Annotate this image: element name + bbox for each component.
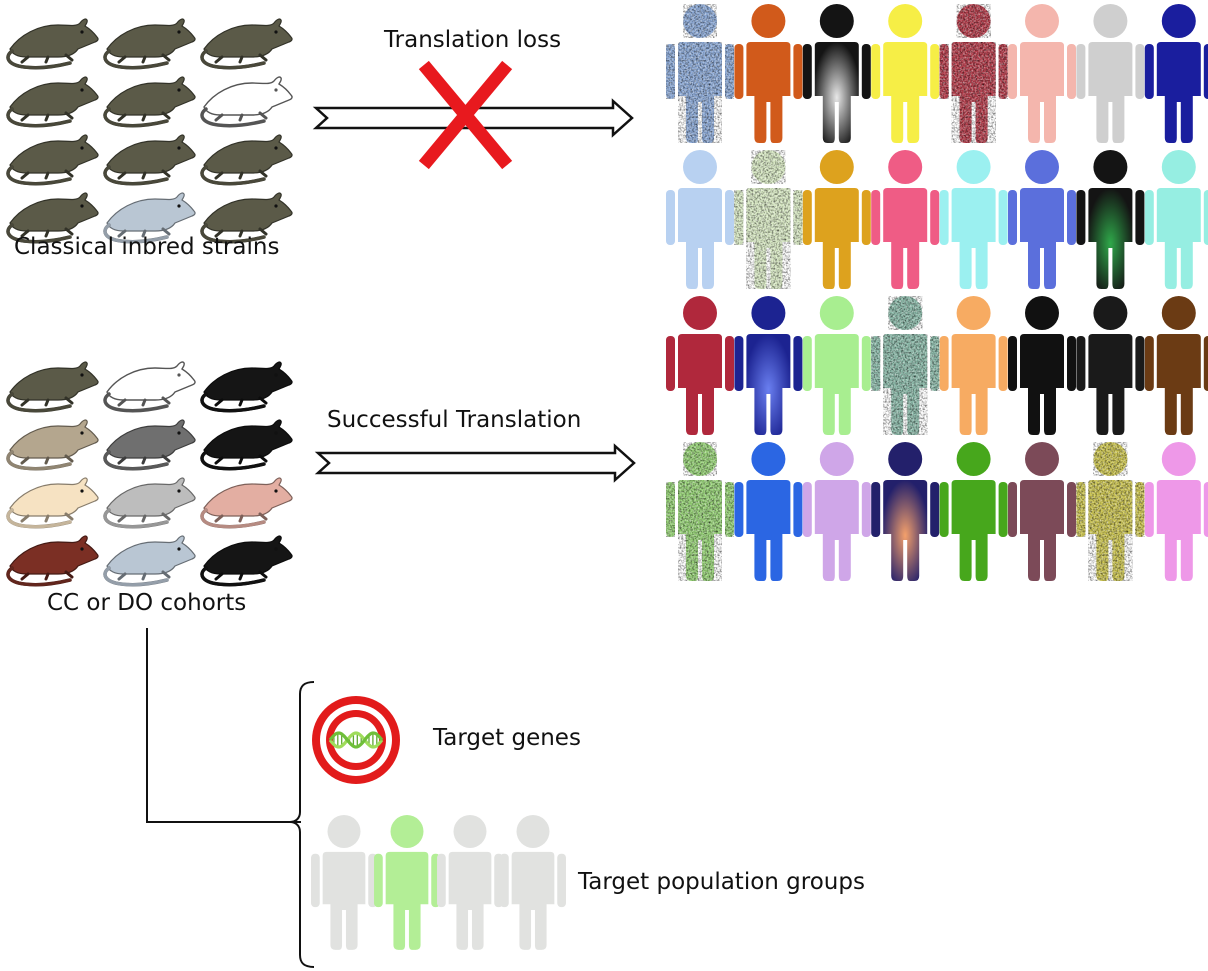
person-icon	[1008, 150, 1076, 289]
classical-mouse-icon	[200, 75, 294, 128]
cohort-mouse-icon	[200, 360, 294, 413]
person-icon	[666, 296, 734, 435]
human-population-grid	[666, 4, 1208, 581]
person-icon	[1076, 442, 1145, 581]
person-icon	[871, 296, 940, 435]
translation-loss-cross-icon	[418, 60, 513, 170]
person-icon	[1076, 296, 1145, 435]
person-icon	[939, 150, 1008, 289]
person-icon	[1076, 4, 1145, 143]
person-icon	[939, 442, 1008, 581]
cohort-mouse-icon	[200, 418, 294, 471]
cohort-mouse-icon	[103, 534, 197, 587]
person-icon	[871, 4, 940, 143]
person-icon	[734, 4, 803, 143]
cohort-mouse-icon	[200, 534, 294, 587]
person-icon	[802, 4, 871, 143]
person-icon	[734, 150, 803, 289]
cohort-mouse-icon	[103, 476, 197, 529]
target-person-icon	[437, 815, 503, 950]
target-person-icon	[500, 815, 566, 950]
person-icon	[871, 442, 940, 581]
cc-do-cohort-mice	[6, 360, 294, 587]
classical-mouse-icon	[6, 17, 100, 70]
person-icon	[666, 442, 734, 581]
person-icon	[939, 4, 1008, 143]
classical-strain-mice	[6, 17, 294, 244]
cohort-mouse-icon	[200, 476, 294, 529]
dna-icon	[328, 731, 384, 749]
person-icon	[1144, 150, 1208, 289]
classical-mouse-icon	[103, 75, 197, 128]
target-genes-icon	[312, 696, 400, 784]
person-icon	[802, 442, 871, 581]
classical-mouse-icon	[6, 75, 100, 128]
person-icon	[1144, 442, 1208, 581]
classical-mouse-icon	[103, 191, 197, 244]
target-population-label: Target population groups	[578, 869, 865, 895]
person-icon	[666, 150, 734, 289]
target-person-icon	[374, 815, 440, 950]
person-icon	[1144, 4, 1208, 143]
target-genes-label: Target genes	[433, 725, 581, 751]
cohort-mouse-icon	[6, 476, 100, 529]
successful-translation-label: Successful Translation	[327, 407, 582, 433]
person-icon	[734, 296, 803, 435]
translation-loss-label: Translation loss	[384, 27, 562, 53]
person-icon	[939, 296, 1008, 435]
cc-do-cohorts-label: CC or DO cohorts	[47, 590, 247, 616]
person-icon	[1008, 4, 1076, 143]
cohort-mouse-icon	[6, 534, 100, 587]
classical-mouse-icon	[200, 17, 294, 70]
cohort-mouse-icon	[6, 418, 100, 471]
classical-strains-label: Classical inbred strains	[14, 234, 280, 260]
person-icon	[734, 442, 803, 581]
person-icon	[871, 150, 940, 289]
cohort-mouse-icon	[6, 360, 100, 413]
person-icon	[1008, 442, 1076, 581]
target-person-icon	[311, 815, 377, 950]
cohort-mouse-icon	[103, 360, 197, 413]
person-icon	[1144, 296, 1208, 435]
person-icon	[1076, 150, 1145, 289]
classical-mouse-icon	[6, 133, 100, 186]
person-icon	[1008, 296, 1076, 435]
classical-mouse-icon	[200, 133, 294, 186]
classical-mouse-icon	[200, 191, 294, 244]
person-icon	[666, 4, 734, 143]
successful-translation-arrow	[314, 443, 636, 483]
classical-mouse-icon	[6, 191, 100, 244]
target-population-icons	[311, 815, 566, 950]
person-icon	[802, 296, 871, 435]
person-icon	[802, 150, 871, 289]
cohort-connector	[146, 628, 315, 968]
classical-mouse-icon	[103, 17, 197, 70]
classical-mouse-icon	[103, 133, 197, 186]
cohort-mouse-icon	[103, 418, 197, 471]
